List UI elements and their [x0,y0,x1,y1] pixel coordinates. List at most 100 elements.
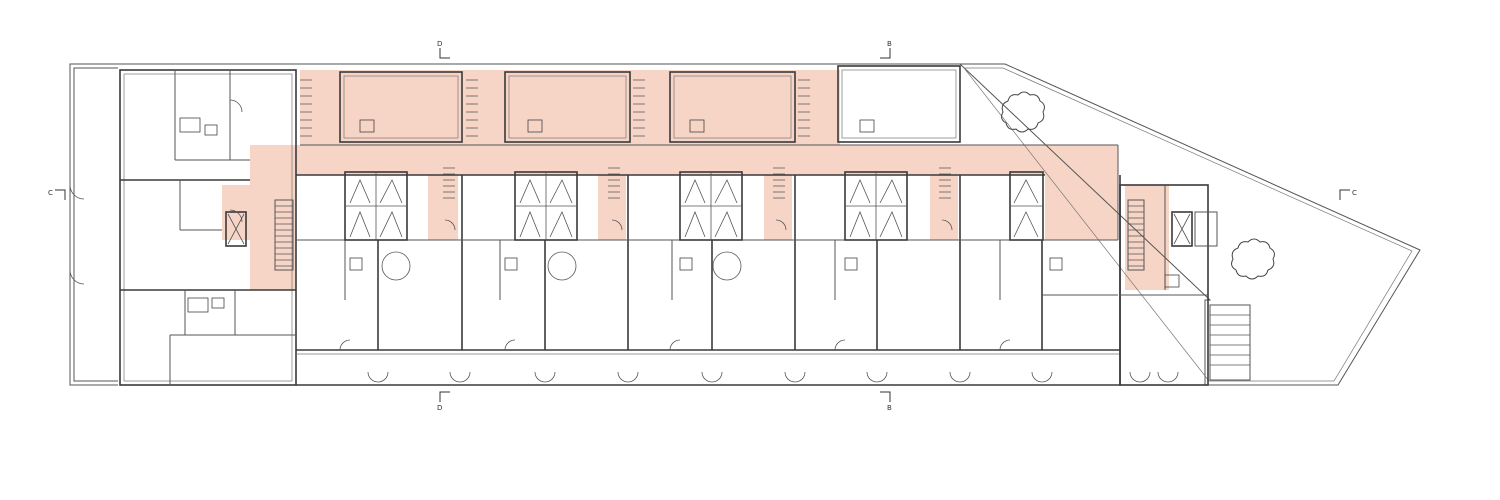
right-wc [1164,274,1180,288]
stair-unit-4 [844,171,908,241]
balcony-door-10 [1129,371,1151,383]
section-c-right-mark [1339,189,1350,200]
section-b-bottom-label: B [887,404,892,412]
left-room-door-1 [229,99,243,113]
upper-unit-4 [837,65,961,143]
elevator-icon [225,211,1218,247]
door-swing-icon [69,99,1179,383]
fixtures [179,117,1180,313]
balcony-door-1 [367,371,389,383]
stair-chevrons-2 [519,178,573,238]
section-d-top-label: D [437,40,442,48]
stair-unit-3 [679,171,743,241]
unit-wc-2 [504,257,518,271]
stair-flight-left-box [274,199,294,271]
room-door-5 [999,339,1011,351]
stair-unit-5 [1009,171,1044,241]
balcony-door-11 [1157,371,1179,383]
bath-1 [179,117,201,133]
upper-bath-2 [527,119,543,133]
niche-2 [598,175,626,240]
sink-2 [211,297,225,309]
stair-chevrons-4 [849,178,903,238]
room-door-3 [669,339,681,351]
section-c-left-mark [55,189,66,200]
balcony-door-5 [701,371,723,383]
left-room-door-2 [229,209,243,223]
balcony-door-4 [617,371,639,383]
entry-door-4 [941,219,953,231]
staircase-icon [274,79,1145,281]
upper-stair-1 [300,79,312,137]
building-walls [119,65,1209,386]
balcony-door-9 [1031,371,1053,383]
stair-core-right [1125,185,1169,290]
elevator-right-shaft [1194,211,1218,247]
balcony-door-8 [949,371,971,383]
room-door-1 [339,339,351,351]
stair-chevrons-5 [1013,179,1039,238]
main-block-south [296,175,1121,386]
section-d-top-mark [439,48,450,59]
niche-4 [930,175,958,240]
elevator-right [1171,211,1193,247]
stair-flight-right [1127,199,1145,271]
unit-wc-1 [349,257,363,271]
stair-chevrons-1 [349,178,403,238]
tree-top [1001,91,1045,133]
sink-1 [204,124,218,136]
section-b-top-mark [880,48,891,59]
elevator-right-x [1173,213,1191,245]
unit-wc-5 [1049,257,1063,271]
stair-flight-right-treads [1128,205,1144,267]
upper-stair-2 [466,79,478,137]
balcony-door-6 [784,371,806,383]
spiral-stair-2 [547,251,577,281]
stair-flight-left [274,199,294,271]
stair-flight-left-treads [275,205,293,267]
stair-core-left [250,145,296,290]
upper-unit-3 [669,71,796,143]
corridor-top-band [300,70,840,145]
upper-stair-4 [798,79,810,137]
door-left-terrace-2 [69,269,85,285]
corridor-stair-2 [608,167,620,199]
entry-door-2 [611,219,623,231]
upper-bath-3 [689,119,705,133]
upper-bath-4 [859,119,875,133]
stair-flight-right-box [1127,199,1145,271]
niche-1 [428,175,458,240]
deck [1209,304,1251,381]
room-door-4 [834,339,846,351]
right-garden-inner [963,67,1413,382]
balcony-door-3 [534,371,556,383]
tree-icon [1001,91,1275,280]
room-door-2 [504,339,516,351]
left-terrace-inner [73,67,118,382]
spiral-stair-1 [381,251,411,281]
door-left-terrace-1 [69,184,85,200]
spiral-stair-3 [712,251,742,281]
section-b-top-label: B [887,40,892,48]
right-garden-outline [958,63,1421,386]
corridor-right-drop [1045,175,1118,240]
upper-unit-3-inner [673,75,792,139]
right-block [1119,184,1209,386]
tree-bottom [1231,238,1275,280]
corridor-stair-1 [443,167,455,199]
stair-unit-1 [344,171,408,241]
corridor-main [292,145,1118,175]
section-c-right-label: C [1352,189,1357,197]
stair-cores [344,171,1044,241]
upper-unit-1-inner [343,75,459,139]
left-block-inner [123,73,293,382]
corridor-stair-4 [939,167,951,199]
upper-bath-1 [359,119,375,133]
site-outline [69,63,1421,386]
circulation-zones [222,70,1169,290]
corridor-stair-3 [773,167,785,199]
unit-wc-4 [844,257,858,271]
bath-2 [187,297,209,313]
unit-wc-3 [679,257,693,271]
left-terrace-outline [69,63,118,386]
